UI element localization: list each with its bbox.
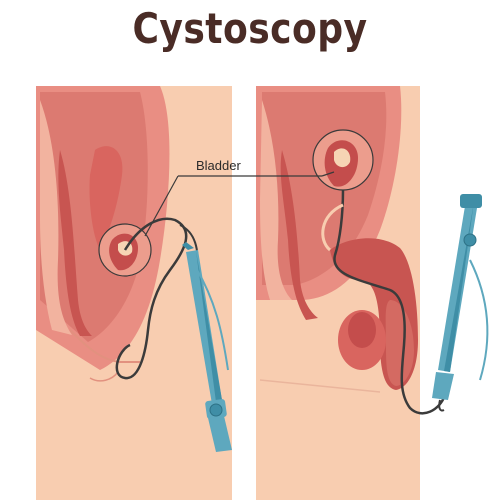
bladder-label-group: Bladder — [144, 158, 335, 237]
bladder-leader-line — [144, 175, 179, 237]
left-rectum — [58, 150, 92, 336]
page-title: Cystoscopy — [132, 4, 368, 53]
left-sacrum — [40, 100, 72, 335]
female-anatomy-panel — [36, 86, 232, 500]
right-scope-knob — [463, 233, 477, 247]
left-scope-knob — [209, 403, 223, 417]
left-uterus — [89, 146, 123, 250]
right-cystoscope — [432, 194, 489, 412]
left-cystoscope — [182, 242, 232, 452]
right-scope-tube — [333, 189, 447, 415]
bladder-label: Bladder — [196, 158, 241, 173]
left-scope-tube — [115, 217, 188, 380]
male-anatomy-panel — [256, 86, 420, 500]
right-rectum — [280, 150, 318, 320]
right-sacrum — [260, 100, 292, 300]
left-buttock — [69, 329, 140, 363]
